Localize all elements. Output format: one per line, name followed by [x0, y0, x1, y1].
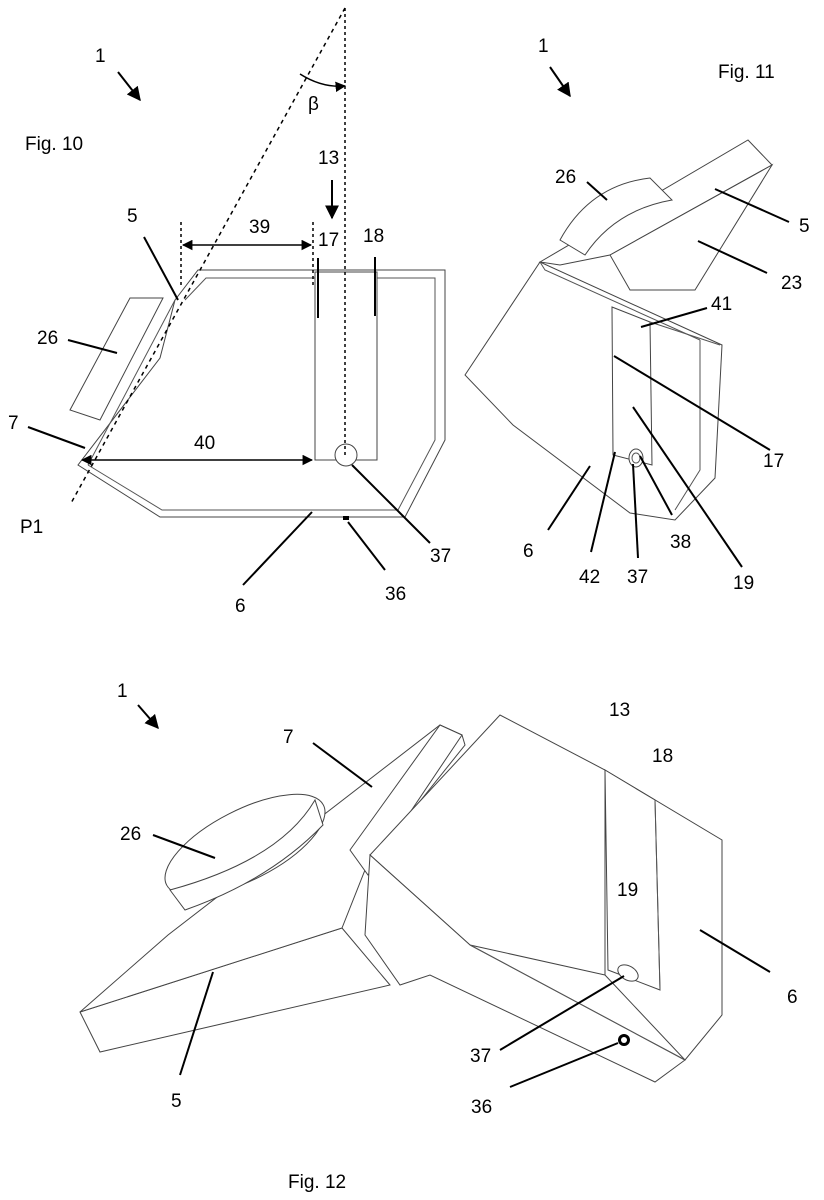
fig12-label-5: 5	[171, 1091, 182, 1112]
fig10-label-36: 36	[385, 584, 406, 605]
fig10-leader-5	[143, 236, 179, 301]
fig11-label-19: 19	[733, 573, 754, 594]
fig11-device-arrow	[549, 66, 571, 98]
fig10-label-39: 39	[249, 217, 270, 238]
fig12-label-13: 13	[609, 700, 630, 721]
figure-12: 1 7 13 18 26 19 6 5 37 36 Fig. 12	[79, 681, 798, 1193]
fig11-leader-26	[586, 181, 608, 201]
fig11-label-26: 26	[555, 167, 576, 188]
fig11-hole-37	[628, 448, 644, 468]
fig11-leader-38	[639, 455, 673, 516]
fig10-inner-edge	[87, 277, 436, 511]
fig11-leader-23	[697, 240, 768, 274]
fig12-label-19: 19	[617, 880, 638, 901]
fig10-leader-6	[242, 511, 313, 586]
fig10-hole-37	[334, 443, 358, 467]
fig10-plane-p1	[69, 7, 346, 506]
fig10-label-device: 1	[95, 46, 106, 67]
fig12-cylinder-26-top	[164, 793, 326, 897]
fig12-leader-5	[179, 971, 214, 1076]
fig11-label-17: 17	[763, 451, 784, 472]
fig12-caption: Fig. 12	[288, 1172, 346, 1193]
fig11-plate-edge	[649, 321, 721, 346]
fig12-screw-36-inner	[621, 1037, 627, 1043]
fig12-label-26: 26	[120, 824, 141, 845]
fig12-leader-6	[699, 929, 771, 973]
fig10-label-18: 18	[363, 226, 384, 247]
fig11-leader-19	[632, 406, 743, 568]
fig10-part-26	[69, 297, 164, 421]
fig10-leader-7	[27, 426, 86, 449]
fig11-label-37: 37	[627, 567, 648, 588]
fig10-label-5: 5	[127, 206, 138, 227]
fig10-slot	[314, 271, 378, 461]
fig12-label-36: 36	[471, 1097, 492, 1118]
fig10-label-p1: P1	[20, 517, 43, 538]
fig12-ridge-7	[349, 724, 463, 876]
figure-10: 1 Fig. 10 β 13 5 39 17 18 26 7 40 P1 37 …	[8, 7, 451, 617]
fig10-label-beta: β	[308, 94, 319, 115]
fig11-leader-37	[632, 463, 639, 559]
fig10-leader-36	[347, 521, 386, 571]
fig12-label-18: 18	[652, 746, 673, 767]
fig11-label-41: 41	[711, 294, 732, 315]
fig10-face-edge	[87, 299, 176, 466]
fig11-label-5: 5	[799, 216, 810, 237]
fig10-leader-37	[351, 464, 431, 544]
fig11-label-23: 23	[781, 273, 802, 294]
fig12-label-7: 7	[283, 727, 294, 748]
fig12-label-6: 6	[787, 987, 798, 1008]
fig10-caption: Fig. 10	[25, 134, 83, 155]
fig12-leader-26	[152, 834, 216, 859]
fig10-label-26: 26	[37, 328, 58, 349]
fig12-leader-37	[499, 975, 625, 1051]
fig12-label-device: 1	[117, 681, 128, 702]
fig11-plate-19	[611, 306, 653, 466]
fig11-leader-42	[590, 451, 616, 553]
fig11-label-42: 42	[579, 567, 600, 588]
fig12-bottom-edge	[469, 944, 686, 1061]
fig10-leader-26	[67, 339, 118, 354]
fig10-label-6: 6	[235, 596, 246, 617]
fig11-part-26	[559, 177, 674, 256]
fig10-label-40: 40	[194, 433, 215, 454]
fig11-leader-41	[640, 307, 708, 328]
fig11-leader-6	[547, 465, 591, 531]
fig11-leader-5	[714, 188, 790, 223]
fig12-device-arrow	[137, 704, 159, 730]
fig11-caption: Fig. 11	[718, 62, 775, 83]
fig11-side-edge	[674, 340, 701, 511]
fig10-device-arrow	[117, 71, 141, 102]
fig11-leader-17	[613, 355, 771, 451]
fig11-label-device: 1	[538, 36, 549, 57]
fig12-slot-18	[654, 799, 661, 991]
fig12-leader-7	[312, 742, 373, 788]
fig11-body-edge	[539, 261, 701, 341]
fig10-label-37: 37	[430, 546, 451, 567]
fig10-label-7: 7	[8, 413, 19, 434]
fig11-label-38: 38	[670, 532, 691, 553]
figure-11: 1 Fig. 11 26 5 23 41 17 6 42 37 38 19	[464, 36, 810, 594]
fig12-cylinder-26-side	[169, 798, 324, 911]
fig11-label-6: 6	[523, 541, 534, 562]
fig10-marker-36	[343, 516, 349, 520]
fig10-label-17: 17	[318, 230, 339, 251]
fig10-label-13: 13	[318, 148, 339, 169]
fig10-angle-arc	[299, 73, 347, 93]
fig12-leader-36	[509, 1042, 619, 1088]
fig12-label-37: 37	[470, 1046, 491, 1067]
